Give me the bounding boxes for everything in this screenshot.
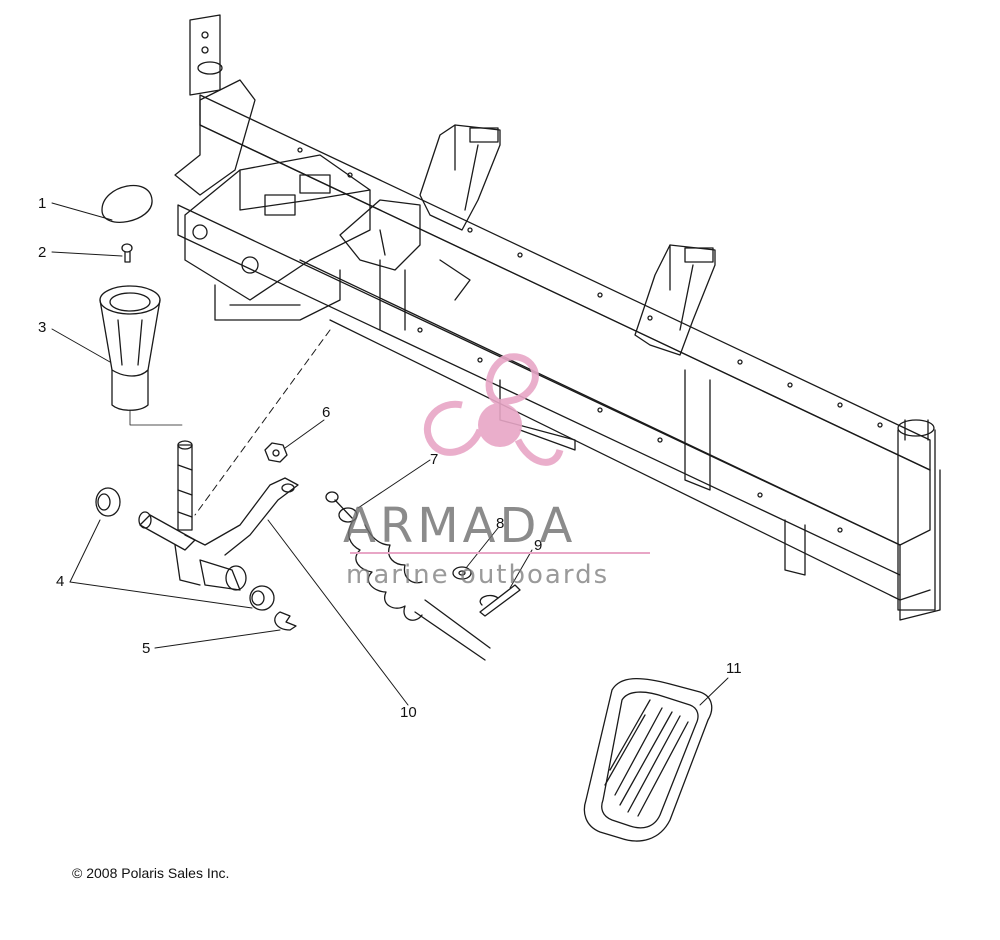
seat-bracket-left [419, 124, 501, 231]
part-10-shift-lever [138, 440, 299, 591]
propeller-logo-icon [423, 353, 564, 466]
callout-10: 10 [400, 704, 417, 721]
callout-8: 8 [496, 515, 505, 532]
seat-bracket-right [634, 244, 716, 356]
part-7-cable [325, 491, 491, 661]
callout-2: 2 [38, 244, 47, 261]
watermark-brand: ARMADA [343, 498, 577, 554]
callout-9: 9 [534, 537, 543, 554]
part-4-bushings [95, 487, 275, 611]
copyright-notice: © 2008 Polaris Sales Inc. [72, 865, 230, 881]
part-8-washer [452, 566, 472, 580]
watermark-tagline: marine outboards [346, 560, 610, 590]
callout-11: 11 [726, 660, 742, 677]
callout-5: 5 [142, 640, 151, 657]
part-11-boot [583, 677, 713, 842]
callout-7: 7 [430, 451, 439, 468]
part-1-cap [101, 184, 153, 223]
part-9-pin [479, 584, 521, 617]
part-2-screw [121, 243, 133, 263]
shifter-mount [174, 79, 471, 321]
part-6-nut [264, 442, 288, 463]
callout-1: 1 [38, 195, 47, 212]
part-3-shift-knob [99, 285, 161, 411]
callout-3: 3 [38, 319, 47, 336]
callout-6: 6 [322, 404, 331, 421]
leader-lines [51, 202, 729, 706]
callout-4: 4 [56, 573, 65, 590]
part-5-clip [274, 611, 297, 631]
